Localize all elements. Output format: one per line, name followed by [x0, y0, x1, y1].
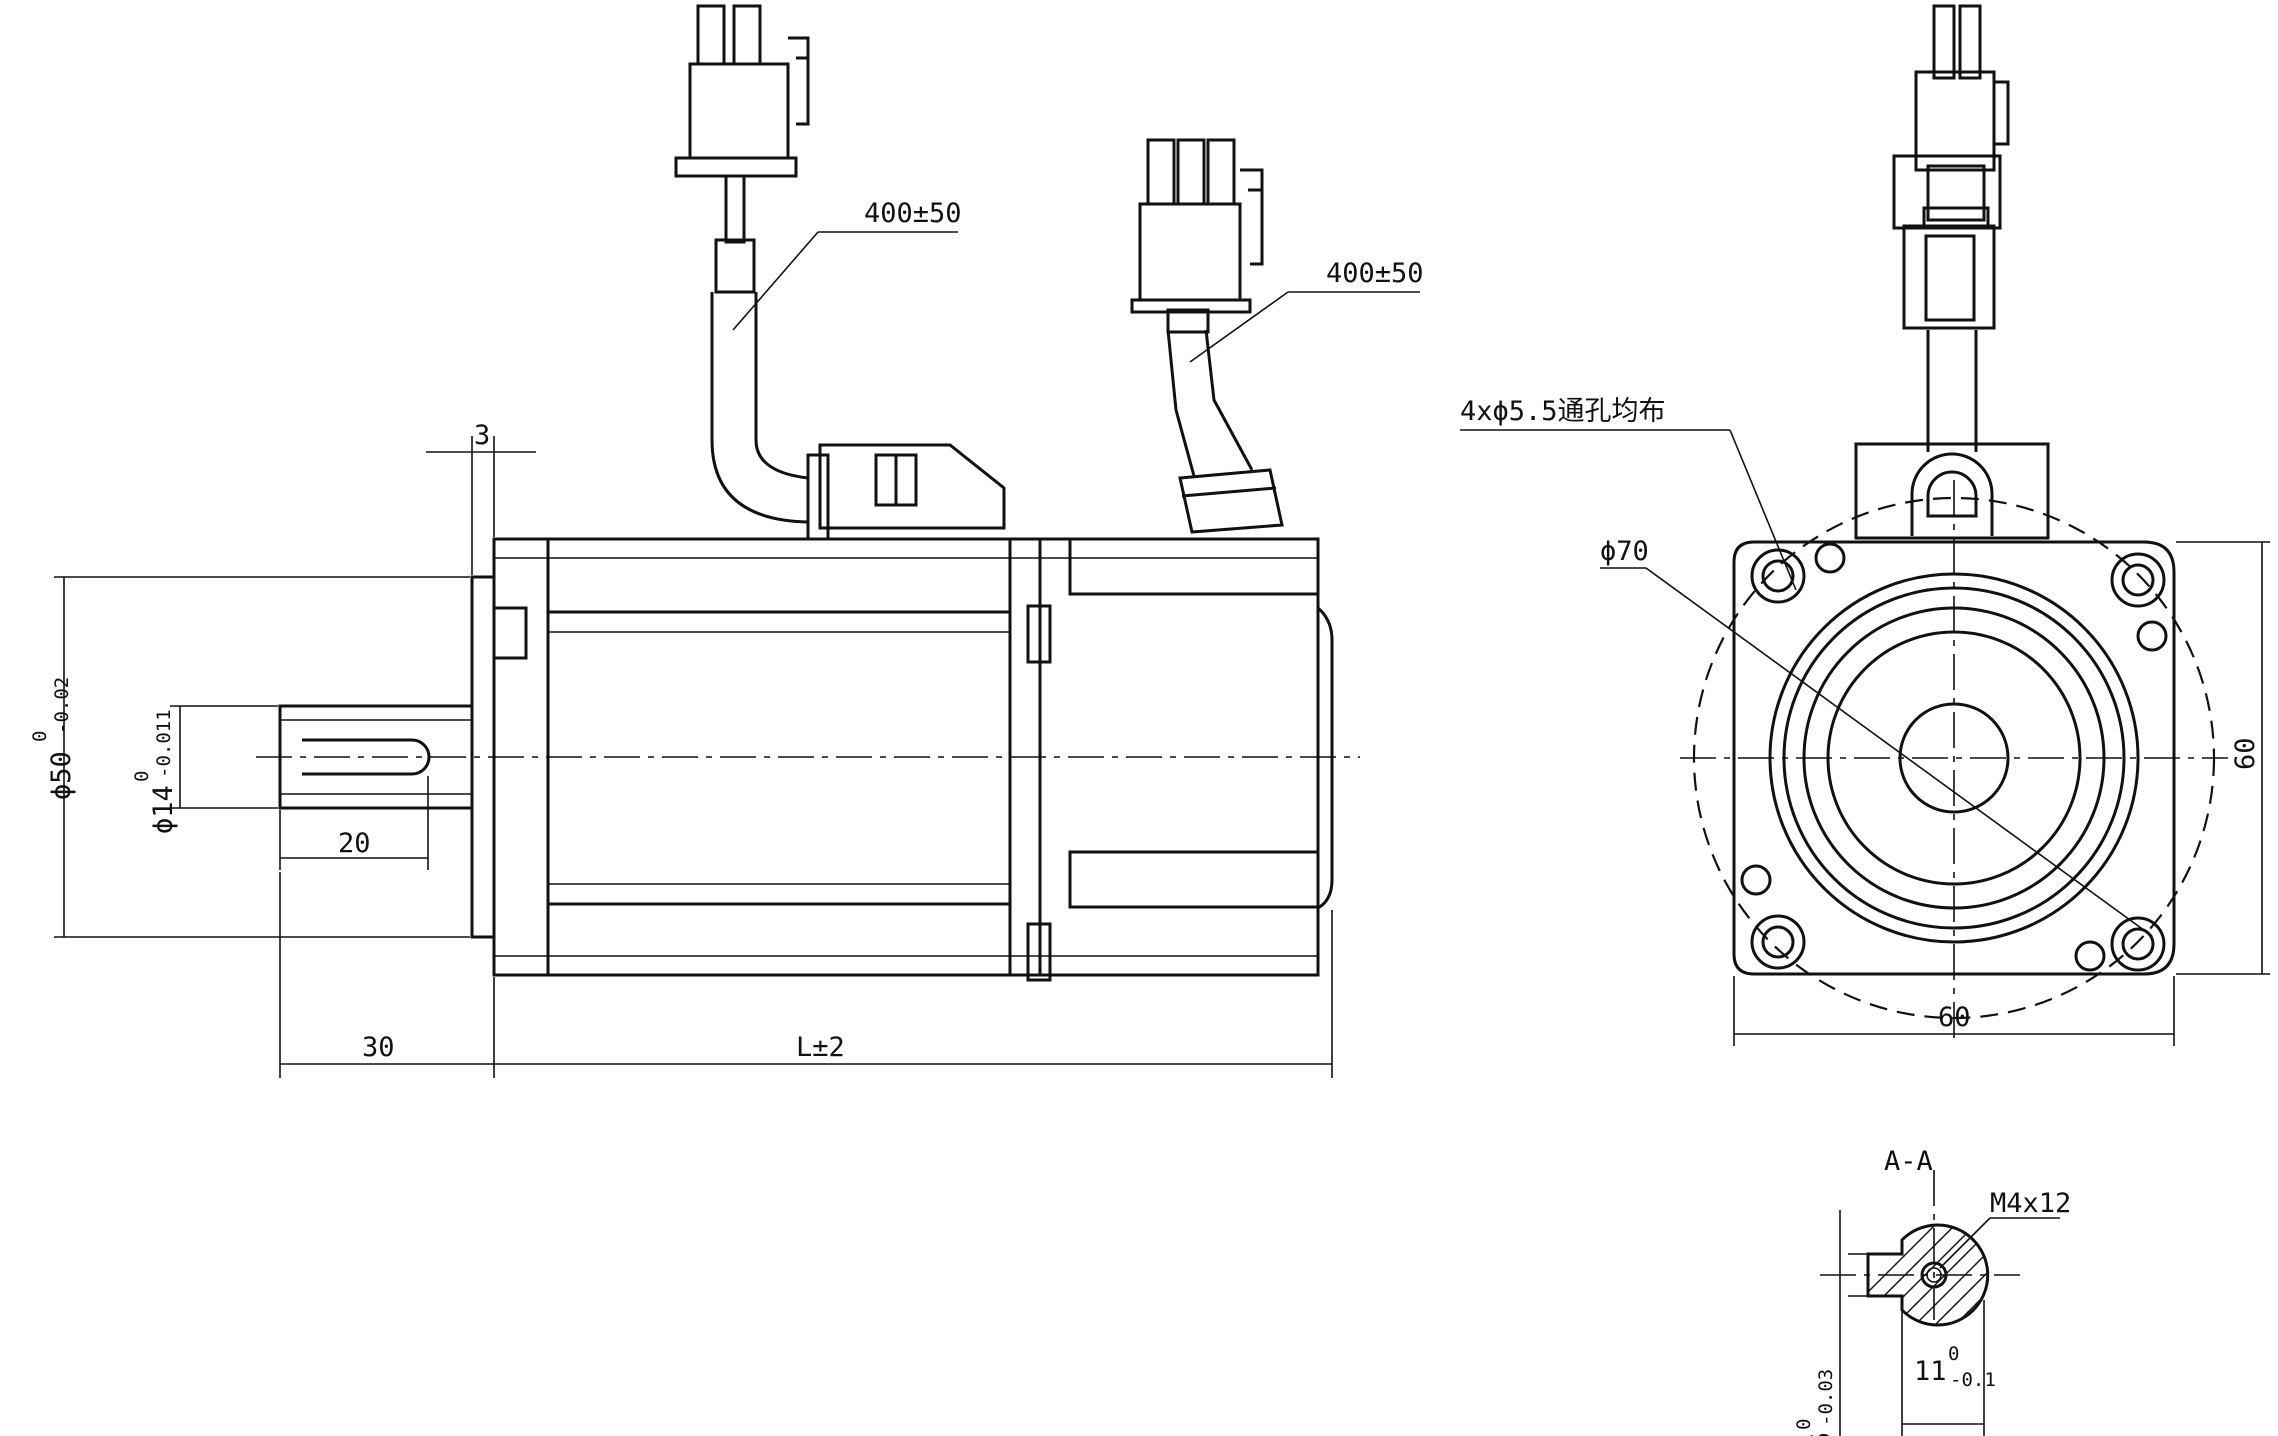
flange-diameter-tol-low: -0.02	[51, 677, 73, 734]
flange-thickness-label: 3	[474, 420, 490, 451]
key-width-label: 5	[1806, 1432, 1837, 1436]
shaft-diameter-tol-up: 0	[131, 771, 153, 782]
cable-length-label-1: 400±50	[864, 198, 962, 229]
front-connector-housing	[1854, 442, 2050, 540]
shaft-section	[1866, 1223, 1990, 1327]
key-width-tol-low: -0.03	[1815, 1369, 1837, 1426]
key-height-label: 11	[1914, 1356, 1947, 1387]
thread-label: M4x12	[1990, 1188, 2071, 1219]
section-label: A-A	[1884, 1146, 1933, 1177]
cable-connector-2	[1138, 202, 1242, 302]
pcd-label: ϕ70	[1600, 536, 1649, 567]
shaft-diameter-tol-low: -0.011	[153, 709, 175, 778]
mounting-holes-label: 4xϕ5.5通孔均布	[1460, 396, 1666, 427]
power-connector-housing	[818, 443, 1006, 530]
shaft-diameter-label: ϕ14	[148, 785, 179, 834]
cable-connector-1	[688, 62, 790, 160]
width-label: 60	[1938, 1002, 1971, 1033]
key-height-tol-up: 0	[1948, 1343, 1959, 1365]
front-view	[1460, 4, 2270, 1046]
key-height-tol-low: -0.1	[1950, 1369, 1996, 1391]
body-length-label: L±2	[796, 1032, 845, 1063]
mounting-holes	[1740, 542, 2168, 972]
shaft-length-label: 30	[362, 1032, 395, 1063]
square-flange	[1732, 540, 2176, 976]
side-view	[54, 4, 1420, 1078]
key-width-tol-up: 0	[1793, 1419, 1815, 1430]
height-label: 60	[2230, 737, 2261, 770]
flange-diameter-tol-up: 0	[29, 731, 51, 742]
cable-length-label-2: 400±50	[1326, 258, 1424, 289]
key-length-label: 20	[338, 828, 371, 859]
flange-diameter-label: ϕ50	[46, 751, 77, 800]
